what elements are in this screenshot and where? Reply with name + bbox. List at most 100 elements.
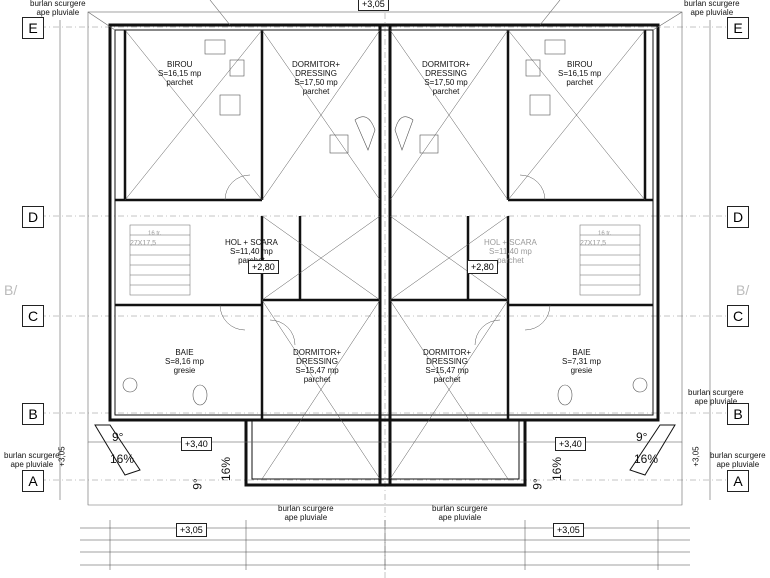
room-area: S=15,47 mp xyxy=(425,366,469,375)
axis-marker-right-c: C xyxy=(727,305,749,327)
room-area: S=11,40 mp xyxy=(230,247,273,256)
room-name-2: DRESSING xyxy=(295,69,337,78)
axis-marker-left-a: A xyxy=(22,470,44,492)
room-name: BIROU xyxy=(167,60,193,69)
grid-axis-lines xyxy=(40,0,730,578)
note-burlan-right-side: burlan scurgere ape pluviale xyxy=(710,451,766,469)
room-area: S=16,15 mp xyxy=(158,69,202,78)
room-dormitor-bottom-right: DORMITOR+ DRESSING S=15,47 mp parchet xyxy=(423,348,471,384)
room-area: S=11,40 mp xyxy=(489,247,532,256)
room-hol-right: HOL + SCARA S=11,40 mp parchet xyxy=(484,238,537,265)
room-floor: gresie xyxy=(570,366,593,375)
room-name: BAIE xyxy=(572,348,591,357)
slope-angle-right-top: 9° xyxy=(636,430,648,444)
room-name-2: DRESSING xyxy=(425,69,467,78)
slope-angle-left-top: 9° xyxy=(112,430,124,444)
note-line-2: ape pluviale xyxy=(716,460,760,469)
note-line-2: ape pluviale xyxy=(284,513,328,522)
note-burlan-bottom-right: burlan scurgere ape pluviale xyxy=(432,504,488,522)
room-name: DORMITOR+ xyxy=(293,348,342,357)
note-line-2: ape pluviale xyxy=(690,8,734,17)
level-hol-left: +2,80 xyxy=(248,260,279,274)
room-birou-right: BIROU S=16,15 mp parchet xyxy=(558,60,601,87)
stair-count-left: 16 tr. xyxy=(148,231,162,237)
room-name: BAIE xyxy=(175,348,194,357)
axis-marker-right-e: E xyxy=(727,17,749,39)
note-line-1: burlan scurgere xyxy=(278,504,334,513)
stair-count-right: 16 tr. xyxy=(598,231,612,237)
furniture xyxy=(122,39,648,406)
note-burlan-bottom-left: burlan scurgere ape pluviale xyxy=(278,504,334,522)
room-dormitor-top-right: DORMITOR+ DRESSING S=17,50 mp parchet xyxy=(422,60,470,96)
note-burlan-left-side: burlan scurgere ape pluviale xyxy=(4,451,60,469)
note-line-1: burlan scurgere xyxy=(4,451,60,460)
note-burlan-top-right: burlan scurgere ape pluviale xyxy=(684,0,740,17)
axis-marker-right-b: B xyxy=(727,403,749,425)
note-line-1: burlan scurgere xyxy=(684,0,740,8)
level-side-right: +3,05 xyxy=(691,446,701,467)
room-dormitor-bottom-left: DORMITOR+ DRESSING S=15,47 mp parchet xyxy=(293,348,341,384)
axis-marker-left-b: B xyxy=(22,403,44,425)
room-name-2: DRESSING xyxy=(296,357,338,366)
level-bottom-left: +3,05 xyxy=(176,523,207,537)
stairs xyxy=(129,224,641,296)
slope-percent-left: 16% xyxy=(110,452,135,466)
room-name: BIROU xyxy=(567,60,593,69)
room-baie-left: BAIE S=8,16 mp gresie xyxy=(165,348,204,375)
outer-walls xyxy=(108,23,660,487)
room-floor: parchet xyxy=(302,87,330,96)
note-line-2: ape pluviale xyxy=(438,513,482,522)
faded-axis-left: B/ xyxy=(4,282,18,298)
room-floor: parchet xyxy=(166,78,194,87)
room-dormitor-top-left: DORMITOR+ DRESSING S=17,50 mp parchet xyxy=(292,60,340,96)
interior-walls xyxy=(115,30,653,422)
room-name: DORMITOR+ xyxy=(423,348,472,357)
note-line-2: ape pluviale xyxy=(10,460,54,469)
room-area: S=17,50 mp xyxy=(424,78,468,87)
roof-outlines xyxy=(87,0,683,506)
stair-label-left: 27X17,5 xyxy=(130,240,157,247)
room-floor: parchet xyxy=(497,256,524,265)
note-line-2: ape pluviale xyxy=(36,8,80,17)
note-line-1: burlan scurgere xyxy=(688,388,744,397)
diagonal-lines xyxy=(124,29,646,480)
note-line-1: burlan scurgere xyxy=(710,451,766,460)
room-floor: parchet xyxy=(566,78,594,87)
level-terrace-right: +3,40 xyxy=(555,437,586,451)
door-swings xyxy=(219,174,551,346)
room-floor: gresie xyxy=(173,366,196,375)
terrace-outlines xyxy=(94,424,676,476)
room-area: S=7,31 mp xyxy=(562,357,601,366)
room-area: S=16,15 mp xyxy=(558,69,602,78)
axis-marker-left-e: E xyxy=(22,17,44,39)
note-line-2: ape pluviale xyxy=(694,397,738,406)
axis-marker-left-d: D xyxy=(22,206,44,228)
room-name: DORMITOR+ xyxy=(422,60,471,69)
slope-percent-right-vertical: 16% xyxy=(550,456,565,482)
note-line-1: burlan scurgere xyxy=(432,504,488,513)
axis-marker-right-d: D xyxy=(727,206,749,228)
room-floor: parchet xyxy=(303,375,331,384)
room-name: HOL + SCARA xyxy=(484,238,537,247)
top-level-mark: +3,05 xyxy=(358,0,389,11)
level-bottom-right: +3,05 xyxy=(553,523,584,537)
stair-label-right: 27X17,5 xyxy=(580,240,607,247)
room-floor: parchet xyxy=(433,375,461,384)
note-line-1: burlan scurgere xyxy=(30,0,86,8)
axis-marker-left-c: C xyxy=(22,305,44,327)
slope-angle-right-bottom: 9° xyxy=(530,478,545,490)
room-name-2: DRESSING xyxy=(426,357,468,366)
axis-marker-right-a: A xyxy=(727,470,749,492)
room-area: S=17,50 mp xyxy=(294,78,338,87)
note-burlan-mid-right: burlan scurgere ape pluviale xyxy=(688,388,744,406)
note-burlan-top-left: burlan scurgere ape pluviale xyxy=(30,0,86,17)
slope-percent-left-vertical: 16% xyxy=(219,456,234,482)
slope-angle-left-bottom: 9° xyxy=(190,478,205,490)
slope-percent-right: 16% xyxy=(634,452,659,466)
room-area: S=15,47 mp xyxy=(295,366,339,375)
room-birou-left: BIROU S=16,15 mp parchet xyxy=(158,60,201,87)
level-hol-right: +2,80 xyxy=(467,260,498,274)
room-name: HOL + SCARA xyxy=(225,238,278,247)
faded-axis-right: B/ xyxy=(736,282,750,298)
